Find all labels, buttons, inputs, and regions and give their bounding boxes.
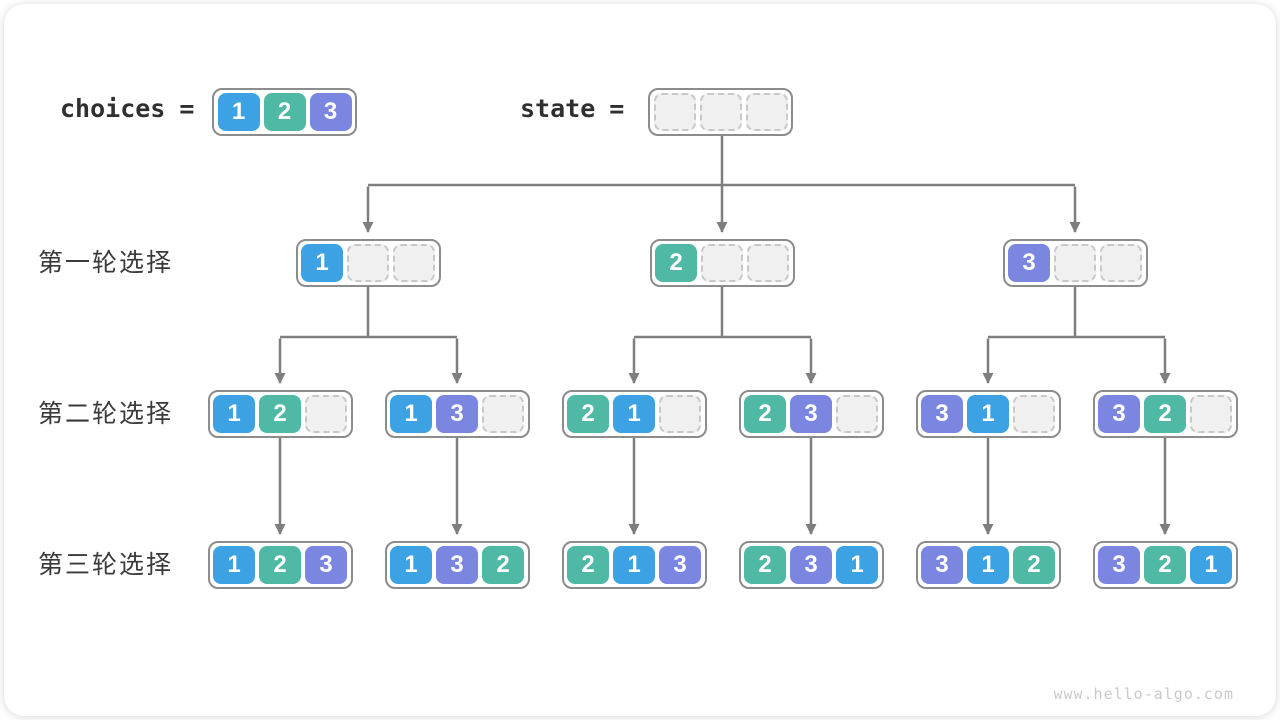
empty-cell [701,244,743,282]
value-cell: 2 [263,93,306,131]
empty-cell [1190,395,1232,433]
empty-cell [347,244,389,282]
choices-variable-label: choices = [60,94,194,124]
state-node-r1-3: 3 [1002,239,1148,287]
empty-cell [747,244,789,282]
empty-cell [1054,244,1096,282]
empty-cell [836,395,878,433]
value-cell: 2 [482,546,524,584]
value-cell: 1 [390,395,432,433]
state-array-box [648,88,793,136]
value-cell: 1 [836,546,878,584]
state-node-r1-2: 2 [649,239,795,287]
value-cell: 2 [567,546,609,584]
value-cell: 3 [790,546,832,584]
value-cell: 2 [744,546,786,584]
value-cell: 1 [613,395,655,433]
equals-sign: = [609,94,625,123]
round-label-3: 第三轮选择 [38,551,174,579]
value-cell: 1 [967,395,1009,433]
value-cell: 3 [1098,546,1140,584]
value-cell: 2 [1144,395,1186,433]
state-label-text: state [520,94,596,123]
value-cell: 3 [659,546,701,584]
value-cell: 2 [655,244,697,282]
value-cell: 2 [1013,546,1055,584]
value-cell: 3 [1098,395,1140,433]
value-cell: 3 [921,395,963,433]
value-cell: 1 [213,546,255,584]
value-cell: 1 [301,244,343,282]
value-cell: 1 [613,546,655,584]
value-cell: 3 [436,395,478,433]
empty-cell [745,93,788,131]
value-cell: 1 [1190,546,1232,584]
empty-cell [1100,244,1142,282]
empty-cell [653,93,696,131]
round-label-2: 第二轮选择 [38,400,174,428]
empty-cell [659,395,701,433]
empty-cell [393,244,435,282]
equals-sign: = [179,94,195,123]
state-variable-label: state = [520,94,624,124]
value-cell: 2 [567,395,609,433]
value-cell: 2 [744,395,786,433]
choices-label-text: choices [60,94,166,123]
value-cell: 3 [305,546,347,584]
empty-cell [1013,395,1055,433]
empty-cell [699,93,742,131]
value-cell: 1 [390,546,432,584]
empty-cell [305,395,347,433]
state-node-r1-1: 1 [295,239,441,287]
value-cell: 1 [213,395,255,433]
round-label-1: 第一轮选择 [38,249,174,277]
value-cell: 3 [921,546,963,584]
empty-cell [482,395,524,433]
value-cell: 1 [217,93,260,131]
value-cell: 3 [790,395,832,433]
value-cell: 3 [309,93,352,131]
value-cell: 1 [967,546,1009,584]
value-cell: 2 [259,546,301,584]
value-cell: 2 [259,395,301,433]
watermark: www.hello-algo.com [1053,685,1234,703]
value-cell: 3 [1008,244,1050,282]
value-cell: 2 [1144,546,1186,584]
value-cell: 3 [436,546,478,584]
